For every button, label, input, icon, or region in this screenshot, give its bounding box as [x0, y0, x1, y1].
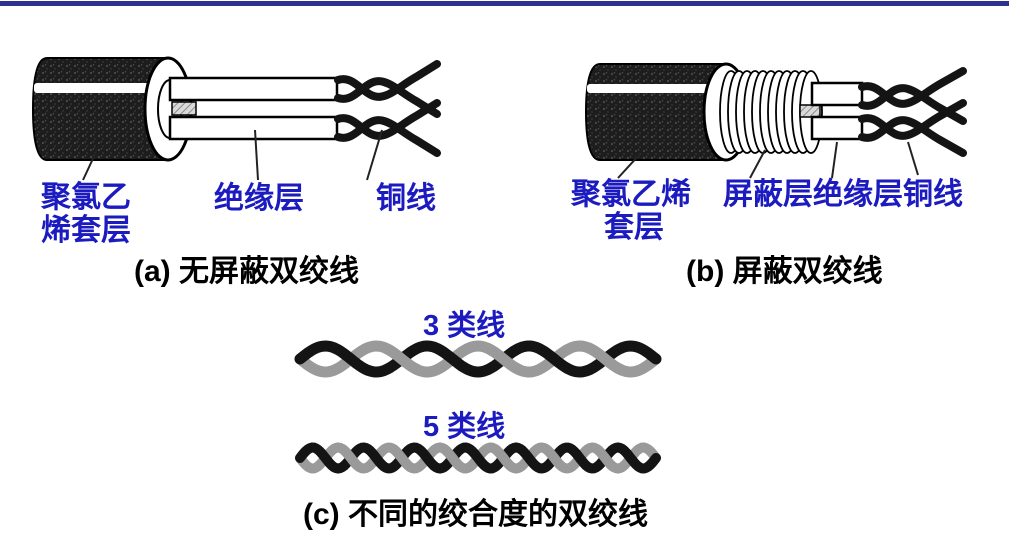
- inner-filler: [171, 101, 197, 116]
- leader-lines-a: [82, 129, 383, 181]
- label-insulation-b: 绝缘层: [813, 178, 903, 211]
- label-insulation-a: 绝缘层: [214, 182, 304, 215]
- label-sheath-a: 聚氯乙 烯套层: [41, 181, 131, 247]
- label-run-b: 屏蔽层绝缘层铜线: [723, 178, 963, 211]
- twisted-copper-bottom: [334, 99, 441, 157]
- label-copper-b: 铜线: [903, 178, 963, 211]
- twisted-copper-top: [334, 60, 441, 118]
- inner-filler-b: [799, 104, 821, 118]
- cat3-label: 3 类线: [423, 310, 506, 342]
- label-sheath-a-line2: 烯套层: [41, 214, 131, 247]
- cat5-twisted-pair: [295, 442, 661, 474]
- shield-coil: [719, 70, 823, 154]
- insulated-wire-bottom-b: [810, 115, 864, 141]
- leader-insulation-b: [831, 141, 838, 179]
- leader-shield-b: [749, 149, 766, 179]
- insulated-wire-top-b: [810, 81, 864, 107]
- leader-copper-a: [366, 129, 383, 181]
- cable-b-drawing: [584, 62, 967, 179]
- leader-insulation-a: [254, 129, 259, 181]
- leader-sheath-a: [82, 149, 98, 181]
- leader-sheath-b: [617, 153, 641, 179]
- insulated-wire-bottom: [168, 115, 339, 141]
- sheath-highlight: [34, 83, 163, 93]
- sheath-highlight-b: [587, 84, 714, 93]
- insulated-wire-top: [168, 76, 339, 102]
- label-sheath-b-line2: 套层: [604, 211, 664, 244]
- cat3-twisted-pair: [294, 340, 662, 378]
- label-sheath-b-line1: 聚氯乙烯: [571, 178, 691, 211]
- leader-lines-b: [617, 141, 919, 179]
- top-accent-bar: [0, 1, 1009, 6]
- label-sheath-b: 聚氯乙烯 套层: [571, 178, 697, 244]
- caption-b: (b) 屏蔽双绞线: [686, 255, 883, 288]
- label-sheath-a-line1: 聚氯乙: [41, 181, 131, 214]
- cable-a-drawing: [31, 56, 441, 181]
- label-copper-a: 铜线: [376, 182, 436, 215]
- twisted-copper-bottom-b: [858, 99, 967, 157]
- cat5-label: 5 类线: [423, 411, 506, 443]
- twisted-copper-top-b: [858, 67, 967, 125]
- leader-copper-b: [907, 141, 919, 176]
- caption-a: (a) 无屏蔽双绞线: [134, 255, 359, 288]
- caption-c: (c) 不同的绞合度的双绞线: [303, 498, 648, 531]
- label-shield-b: 屏蔽层: [723, 178, 813, 211]
